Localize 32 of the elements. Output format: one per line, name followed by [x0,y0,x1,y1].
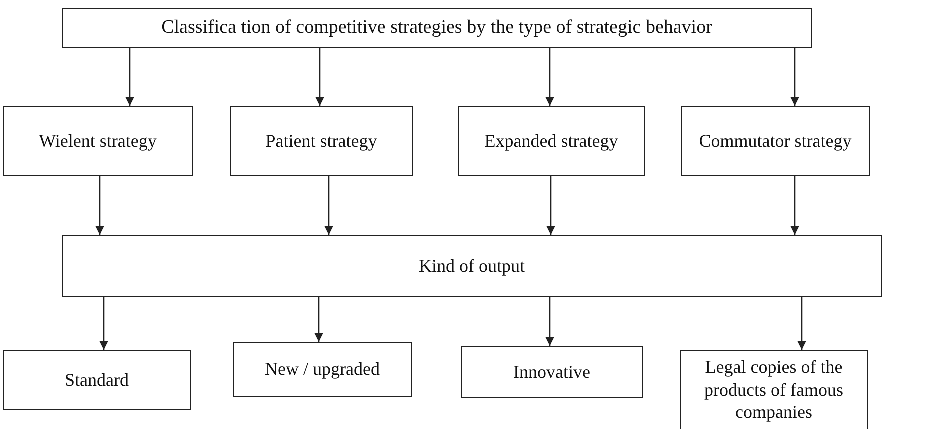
process-box [3,350,191,410]
arrow [790,48,800,106]
process-box [233,342,412,397]
process-box [458,106,645,176]
arrow [96,176,104,235]
process-box [680,350,868,429]
box-label: Kind of output [419,254,525,278]
box-label: Innovative [514,360,590,384]
box-label: Standard [65,368,129,392]
arrow [316,48,324,106]
arrow [546,48,554,106]
box-label: Wielent strategy [39,130,157,152]
box-label: Patient strategy [266,130,378,152]
box-label: Commutator strategy [699,130,852,152]
process-box [230,106,413,176]
box-label: Legal copies of the products of famous companies [704,356,844,424]
process-box [681,106,870,176]
box-label: New / upgraded [265,358,380,381]
process-box [461,346,643,398]
arrow [100,297,108,350]
arrow [546,297,554,346]
process-box [3,106,193,176]
arrow [546,176,556,235]
box-label: Classifica tion of competitive strategies by the type of strategic behavior [162,16,712,40]
arrow [324,176,334,235]
arrow [314,297,324,342]
box-label: Expanded strategy [484,130,618,152]
process-box [62,235,882,297]
title-box [62,8,812,48]
arrow [790,176,800,235]
arrow [798,297,806,350]
arrow [126,48,134,106]
